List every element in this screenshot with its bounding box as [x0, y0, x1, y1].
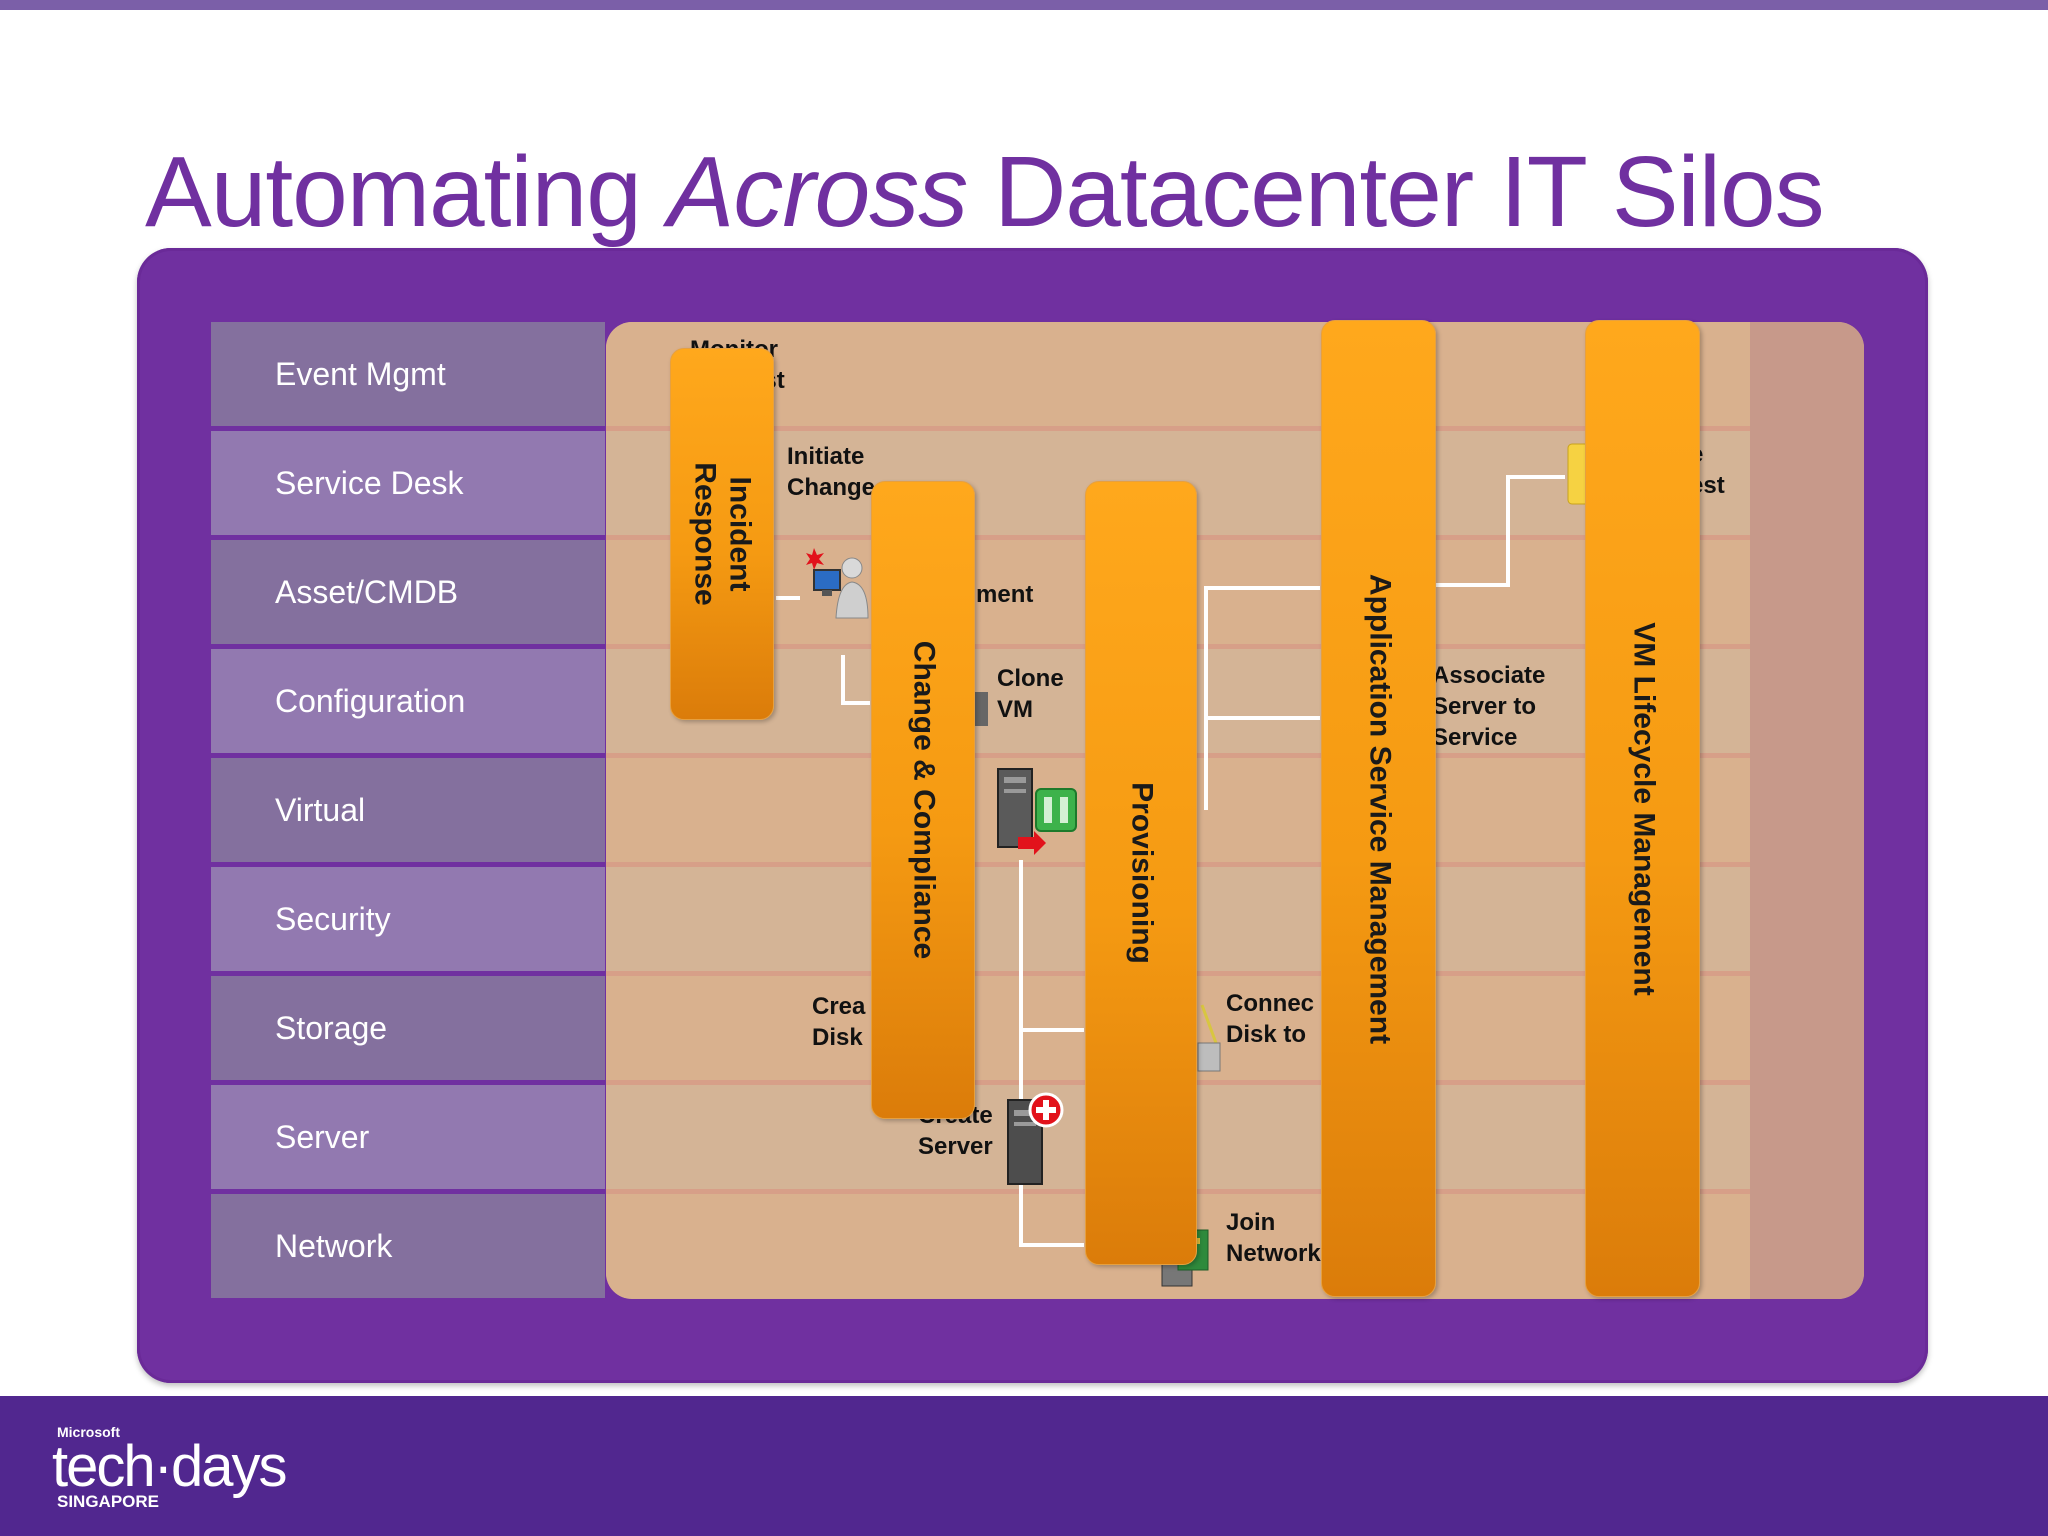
physical-server-icon — [1007, 1092, 1064, 1185]
process-provisioning-label: Provisioning — [1125, 782, 1159, 964]
step-create-disk-text: Crea Disk — [812, 993, 866, 1051]
vm-snapshot-icon — [974, 692, 988, 726]
operator-workstation-icon — [806, 548, 869, 619]
process-vm-lifecycle-management: VM Lifecycle Management — [1585, 320, 1700, 1297]
title-part-1: Automating — [145, 136, 668, 248]
lane-event-mgmt — [606, 322, 1750, 426]
virtual-server-icon — [997, 768, 1077, 855]
process-application-service-management-label: Application Service Management — [1362, 573, 1396, 1044]
logo-tech-days: tech·days — [52, 1434, 287, 1499]
layer-label-server: Server — [211, 1085, 605, 1189]
step-clone-vm-text: Clone VM — [997, 665, 1064, 723]
step-initiate-change-text: Initiate Change — [787, 443, 876, 501]
process-application-service-management: Application Service Management — [1321, 320, 1436, 1297]
process-change-compliance: Change & Compliance — [871, 481, 975, 1119]
step-initiate-change: Initiate Change — [787, 441, 875, 503]
step-join-network-text: Join Network — [1226, 1209, 1321, 1267]
step-join-network: Join Network — [1226, 1207, 1321, 1269]
slide-title: Automating Across Datacenter IT Silos — [145, 135, 1945, 250]
canvas-right-strip — [1750, 322, 1864, 1299]
lane-separator — [606, 426, 1750, 431]
step-deployment-text: ment — [976, 581, 1034, 608]
process-provisioning: Provisioning — [1085, 481, 1197, 1265]
process-incident-response: Incident Response — [670, 348, 774, 720]
process-vm-lifecycle-management-label: VM Lifecycle Management — [1626, 621, 1660, 996]
title-part-2: Datacenter IT Silos — [967, 136, 1825, 248]
step-clone-vm: Clone VM — [997, 663, 1064, 725]
layer-label-virtual: Virtual — [211, 758, 605, 862]
storage-disk-icon — [1197, 1004, 1221, 1072]
layer-label-network: Network — [211, 1194, 605, 1298]
step-associate-server-text: Associate Server to Service — [1432, 662, 1546, 751]
step-associate-server: Associate Server to Service — [1432, 660, 1545, 753]
title-emphasis: Across — [667, 136, 969, 248]
process-change-compliance-label: Change & Compliance — [907, 640, 941, 960]
footer-bar — [0, 1396, 2048, 1536]
step-connect-disk-text: Connec Disk to — [1226, 990, 1315, 1048]
layer-label-configuration: Configuration — [211, 649, 605, 753]
layer-label-storage: Storage — [211, 976, 605, 1080]
top-accent-bar — [0, 0, 2048, 10]
layer-label-event-mgmt: Event Mgmt — [211, 322, 605, 426]
layer-label-asset-cmdb: Asset/CMDB — [211, 540, 605, 644]
logo-singapore: SINGAPORE — [57, 1492, 160, 1511]
logo-brand-top: Microsoft — [57, 1424, 120, 1440]
process-incident-response-label: Incident Response — [689, 462, 757, 606]
step-create-disk: Crea Disk — [812, 991, 865, 1053]
layer-label-security: Security — [211, 867, 605, 971]
step-deployment: ment — [976, 579, 1033, 610]
layer-label-service-desk: Service Desk — [211, 431, 605, 535]
step-connect-disk: Connec Disk to — [1226, 988, 1314, 1050]
